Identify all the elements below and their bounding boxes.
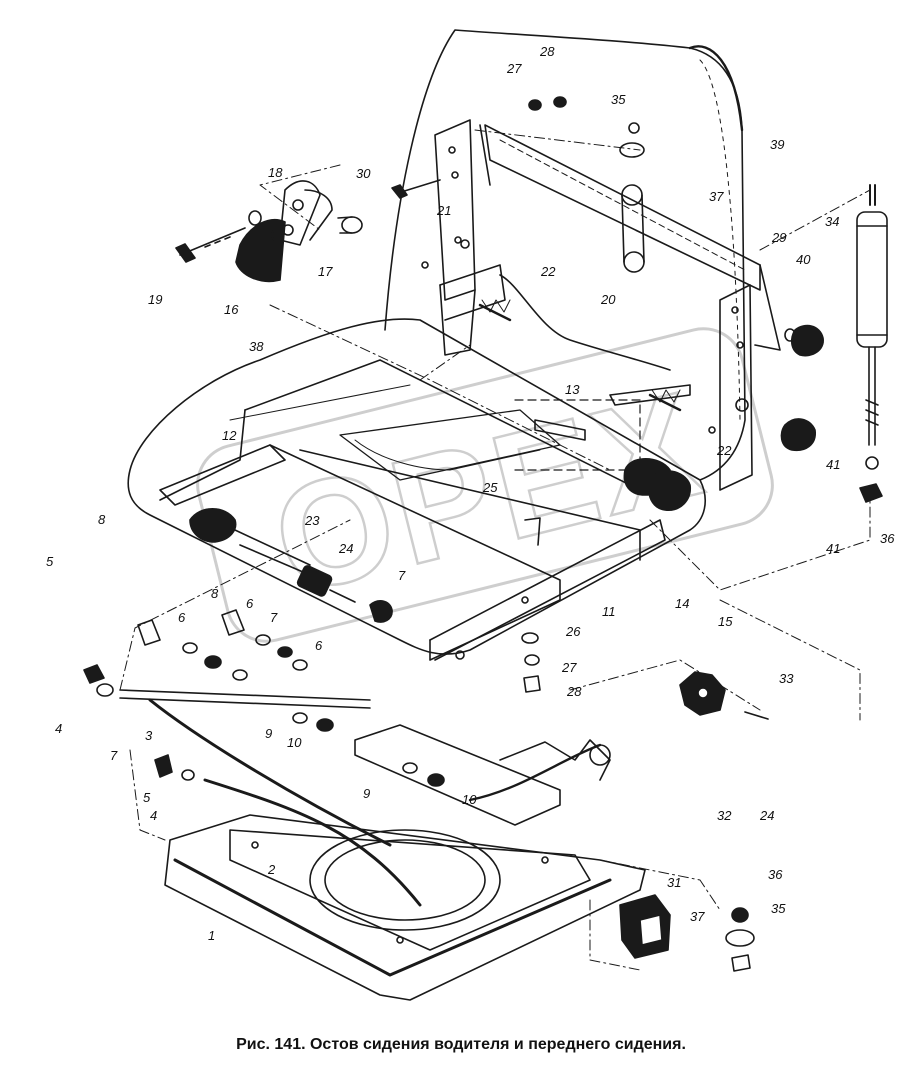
center-lines [119, 129, 871, 971]
back-frame-right-bracket [708, 284, 753, 491]
star-knob [679, 671, 769, 720]
gas-spring [856, 184, 888, 503]
callout-41b: 41 [826, 541, 840, 556]
callout-14: 14 [675, 596, 689, 611]
callout-18: 18 [268, 165, 283, 180]
callout-5a: 5 [46, 554, 54, 569]
callout-10b: 10 [462, 792, 477, 807]
slide-rails [119, 689, 611, 907]
figure-caption: Рис. 141. Остов сидения водителя и перед… [236, 1036, 686, 1053]
callout-15: 15 [718, 614, 733, 629]
callout-4a: 4 [55, 721, 62, 736]
long-bolt [175, 227, 246, 263]
callout-39: 39 [770, 137, 784, 152]
callout-6c: 6 [315, 638, 323, 653]
callout-27b: 27 [561, 660, 577, 675]
callout-28b: 28 [566, 684, 582, 699]
bolt-30 [391, 179, 441, 199]
callout-labels: 1 2 3 4 4 5 5 6 6 6 7 7 7 8 8 9 9 10 10 … [46, 44, 895, 943]
callout-17: 17 [318, 264, 333, 279]
callout-38: 38 [249, 339, 264, 354]
callout-35b: 35 [771, 901, 786, 916]
callout-23: 23 [304, 513, 320, 528]
callout-9b: 9 [363, 786, 370, 801]
callout-16: 16 [224, 302, 239, 317]
adjust-handle-assembly [189, 507, 356, 603]
back-frame-left-bracket [421, 119, 506, 356]
callout-32: 32 [717, 808, 732, 823]
callout-10a: 10 [287, 735, 302, 750]
callout-9a: 9 [265, 726, 272, 741]
callout-36b: 36 [768, 867, 783, 882]
callout-11: 11 [602, 604, 616, 619]
release-rod [478, 274, 691, 412]
callout-19: 19 [148, 292, 162, 307]
callout-37b: 37 [690, 909, 705, 924]
callout-12: 12 [222, 428, 237, 443]
callout-6a: 6 [178, 610, 186, 625]
back-frame-top-plate [479, 124, 781, 351]
callout-8a: 8 [98, 512, 106, 527]
callout-25: 25 [482, 480, 498, 495]
knob-set [780, 324, 824, 452]
seat-cushion [127, 318, 706, 655]
callout-40: 40 [796, 252, 811, 267]
fasteners [83, 96, 796, 972]
callout-24a: 24 [338, 541, 353, 556]
callout-7a: 7 [270, 610, 278, 625]
callout-37a: 37 [709, 189, 724, 204]
bushing [337, 216, 363, 234]
callout-1: 1 [208, 928, 215, 943]
callout-8b: 8 [211, 586, 219, 601]
support-block [619, 894, 671, 959]
callout-27a: 27 [506, 61, 522, 76]
callout-21: 21 [436, 203, 451, 218]
callout-5b: 5 [143, 790, 151, 805]
seat-back-cushion [384, 29, 746, 481]
callout-7c: 7 [110, 748, 118, 763]
callout-33: 33 [779, 671, 794, 686]
callout-13: 13 [565, 382, 580, 397]
callout-22b: 22 [716, 443, 732, 458]
callout-35a: 35 [611, 92, 626, 107]
callout-26: 26 [565, 624, 581, 639]
callout-22a: 22 [540, 264, 556, 279]
callout-4b: 4 [150, 808, 157, 823]
callout-30: 30 [356, 166, 371, 181]
callout-36a: 36 [880, 531, 895, 546]
callout-6b: 6 [246, 596, 254, 611]
callout-41a: 41 [826, 457, 840, 472]
callout-7b: 7 [398, 568, 406, 583]
base-frame [164, 814, 646, 1001]
callout-28a: 28 [539, 44, 555, 59]
callout-3: 3 [145, 728, 153, 743]
callout-31: 31 [667, 875, 681, 890]
lock-mechanism [524, 457, 691, 546]
callout-34: 34 [825, 214, 839, 229]
callout-20: 20 [600, 292, 616, 307]
callout-29: 29 [771, 230, 786, 245]
callout-2: 2 [267, 862, 276, 877]
callout-24b: 24 [759, 808, 774, 823]
slide-plate [514, 399, 641, 471]
